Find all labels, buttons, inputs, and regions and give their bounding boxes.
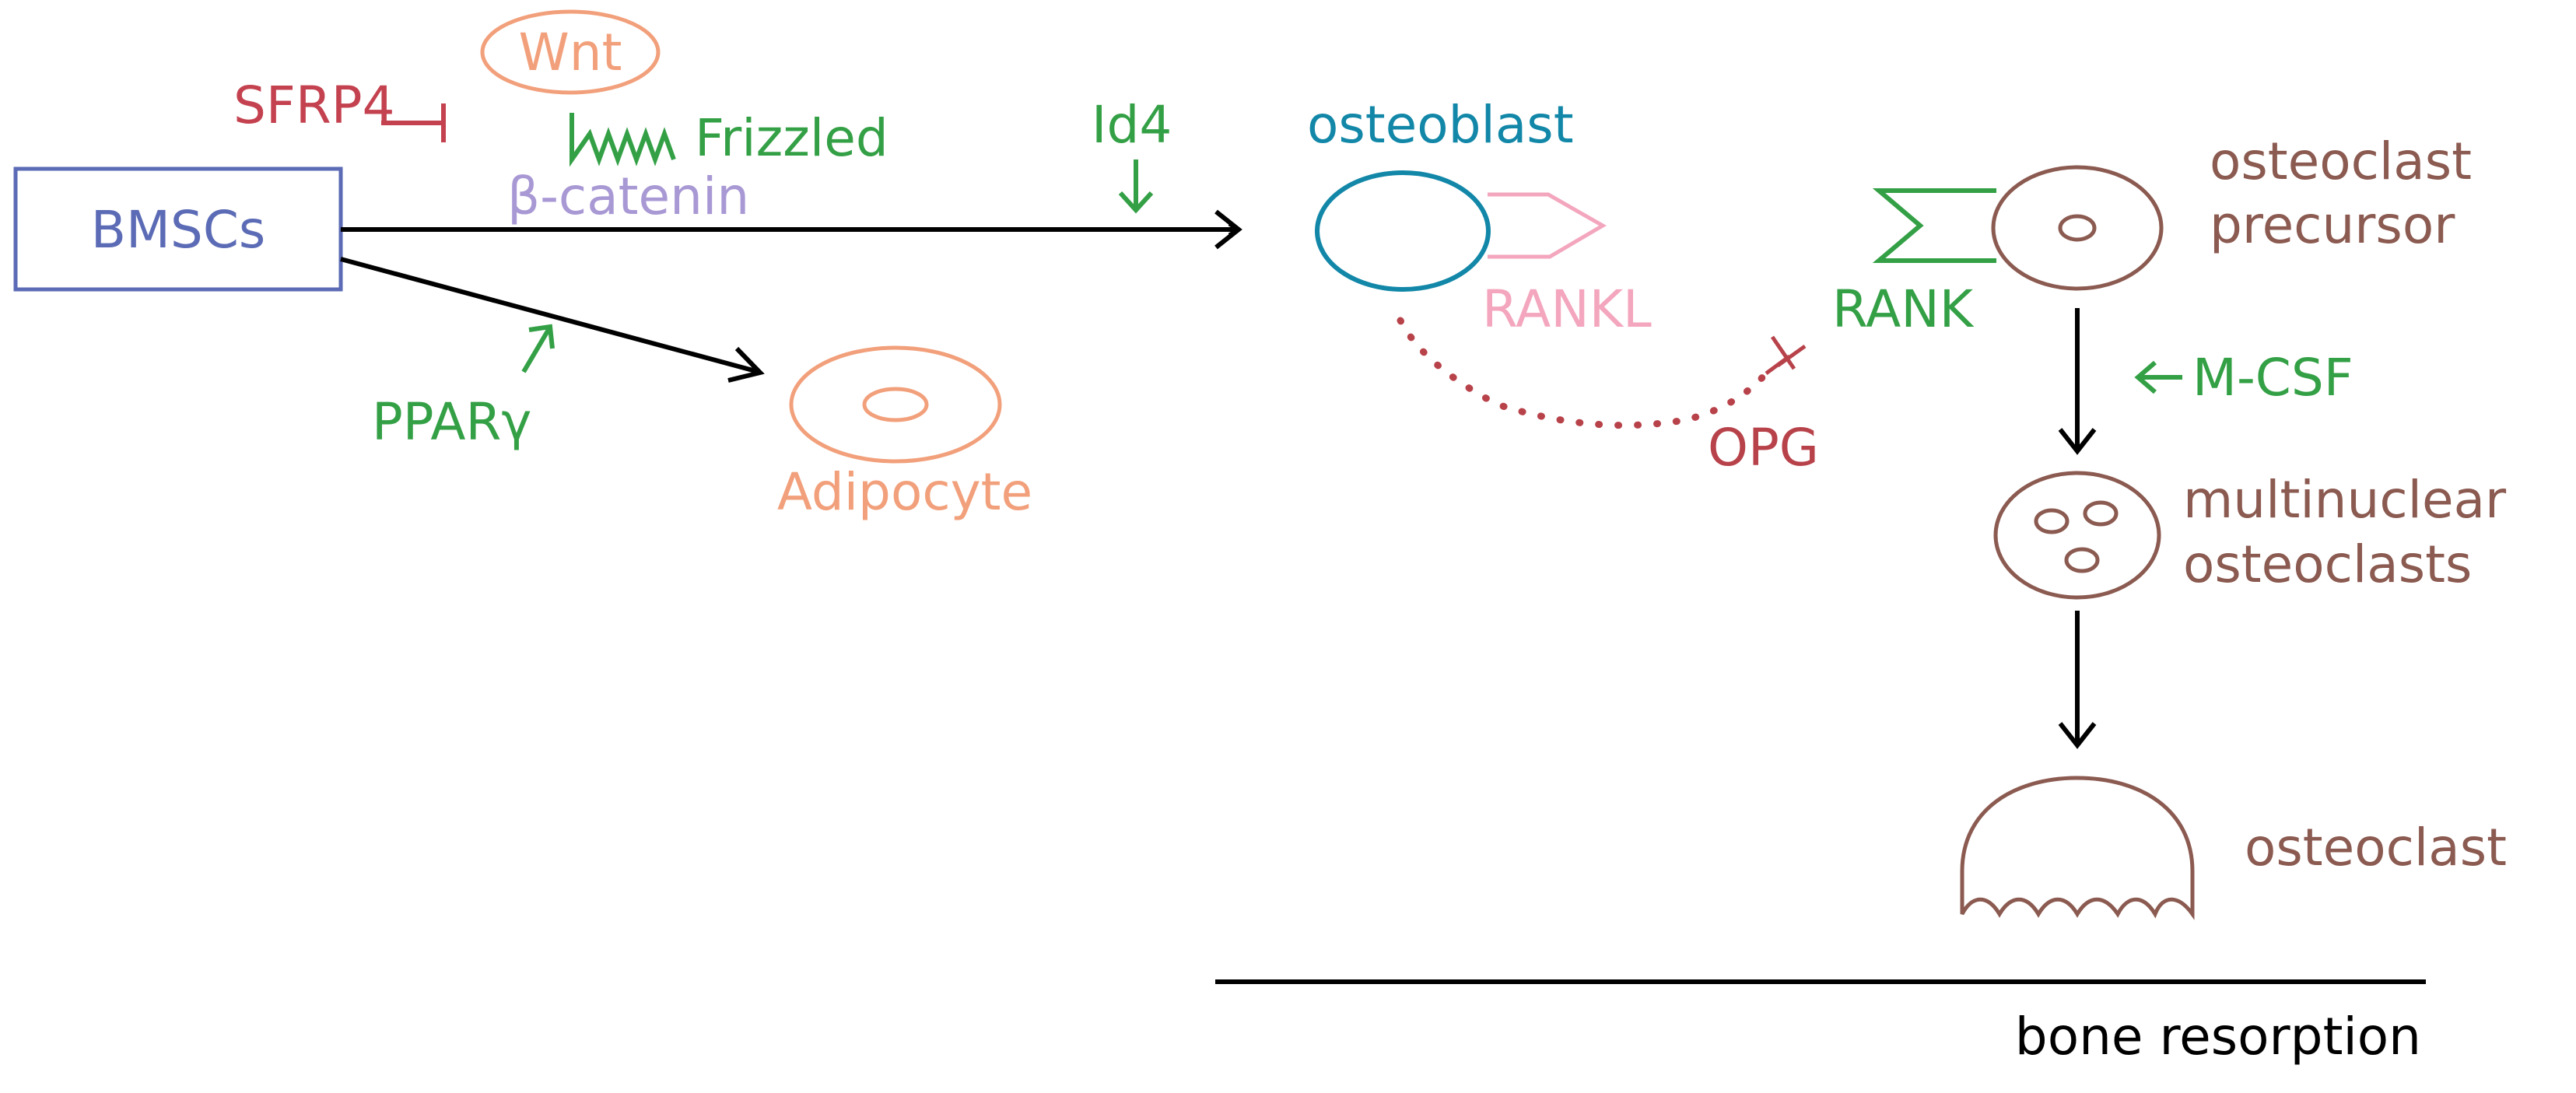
multinuclear-nucleus-3 [2064, 547, 2100, 573]
multinuclear-label-1: multinuclear [2183, 470, 2507, 530]
osteoclast-precursor-label-2: precursor [2210, 195, 2455, 255]
mcsf-arrow-head [2134, 360, 2157, 394]
frizzled-label: Frizzled [695, 108, 888, 168]
id4-label: Id4 [1092, 95, 1172, 155]
osteoclast-precursor-label-1: osteoclast [2210, 131, 2472, 191]
osteoblast-label: osteoblast [1307, 95, 1574, 155]
osteoclast-cell [1960, 776, 2195, 920]
adipocyte-label: Adipocyte [777, 462, 1032, 522]
multinuclear-label-2: osteoclasts [2183, 534, 2472, 594]
rankl-label: RANKL [1482, 279, 1652, 339]
opg-label: OPG [1708, 418, 1819, 478]
rank-receptor-icon [1872, 188, 1996, 263]
frizzled-receptor-icon [570, 113, 676, 167]
mcsf-label: M-CSF [2192, 348, 2353, 408]
sfrp4-label: SFRP4 [233, 75, 395, 135]
beta-catenin-label: β-catenin [507, 166, 749, 226]
sfrp4-inhibition-mark [381, 103, 446, 142]
bmscs-to-osteoblast-arrow-head [1214, 209, 1242, 250]
wnt-ellipse [480, 9, 661, 95]
opg-inhibition-stem [1765, 354, 1791, 376]
osteoblast-cell [1315, 170, 1491, 292]
rank-label: RANK [1832, 279, 1975, 339]
multinuclear-nucleus-2 [2083, 500, 2119, 527]
pparg-label: PPARγ [372, 392, 531, 452]
bmscs-to-adipocyte-arrow-head [727, 346, 765, 383]
osteoclast-label: osteoclast [2245, 818, 2507, 878]
id4-arrow-head [1118, 191, 1154, 214]
pparg-arrow [521, 327, 552, 373]
bone-resorption-label: bone resorption [2015, 1007, 2421, 1067]
adipocyte-cell [789, 345, 1002, 464]
bmscs-to-adipocyte-arrow [340, 257, 759, 374]
multinuclear-nucleus-1 [2034, 508, 2070, 534]
osteoclast-precursor-nucleus [2058, 214, 2097, 242]
multinuclear-osteoclast-cell [1993, 471, 2161, 600]
opg-inhibition-curve [1397, 317, 1770, 429]
multinuclear-to-osteoclast-arrow-head [2058, 722, 2097, 749]
rankl-ligand-icon [1488, 192, 1607, 259]
bmscs-label: BMSCs [91, 200, 266, 260]
pparg-arrow-head [528, 324, 555, 349]
adipocyte-nucleus [862, 387, 929, 422]
wnt-label: Wnt [519, 23, 622, 82]
osteoclast-precursor-cell [1991, 165, 2164, 291]
precursor-to-multinuclear-arrow-head [2058, 428, 2097, 455]
